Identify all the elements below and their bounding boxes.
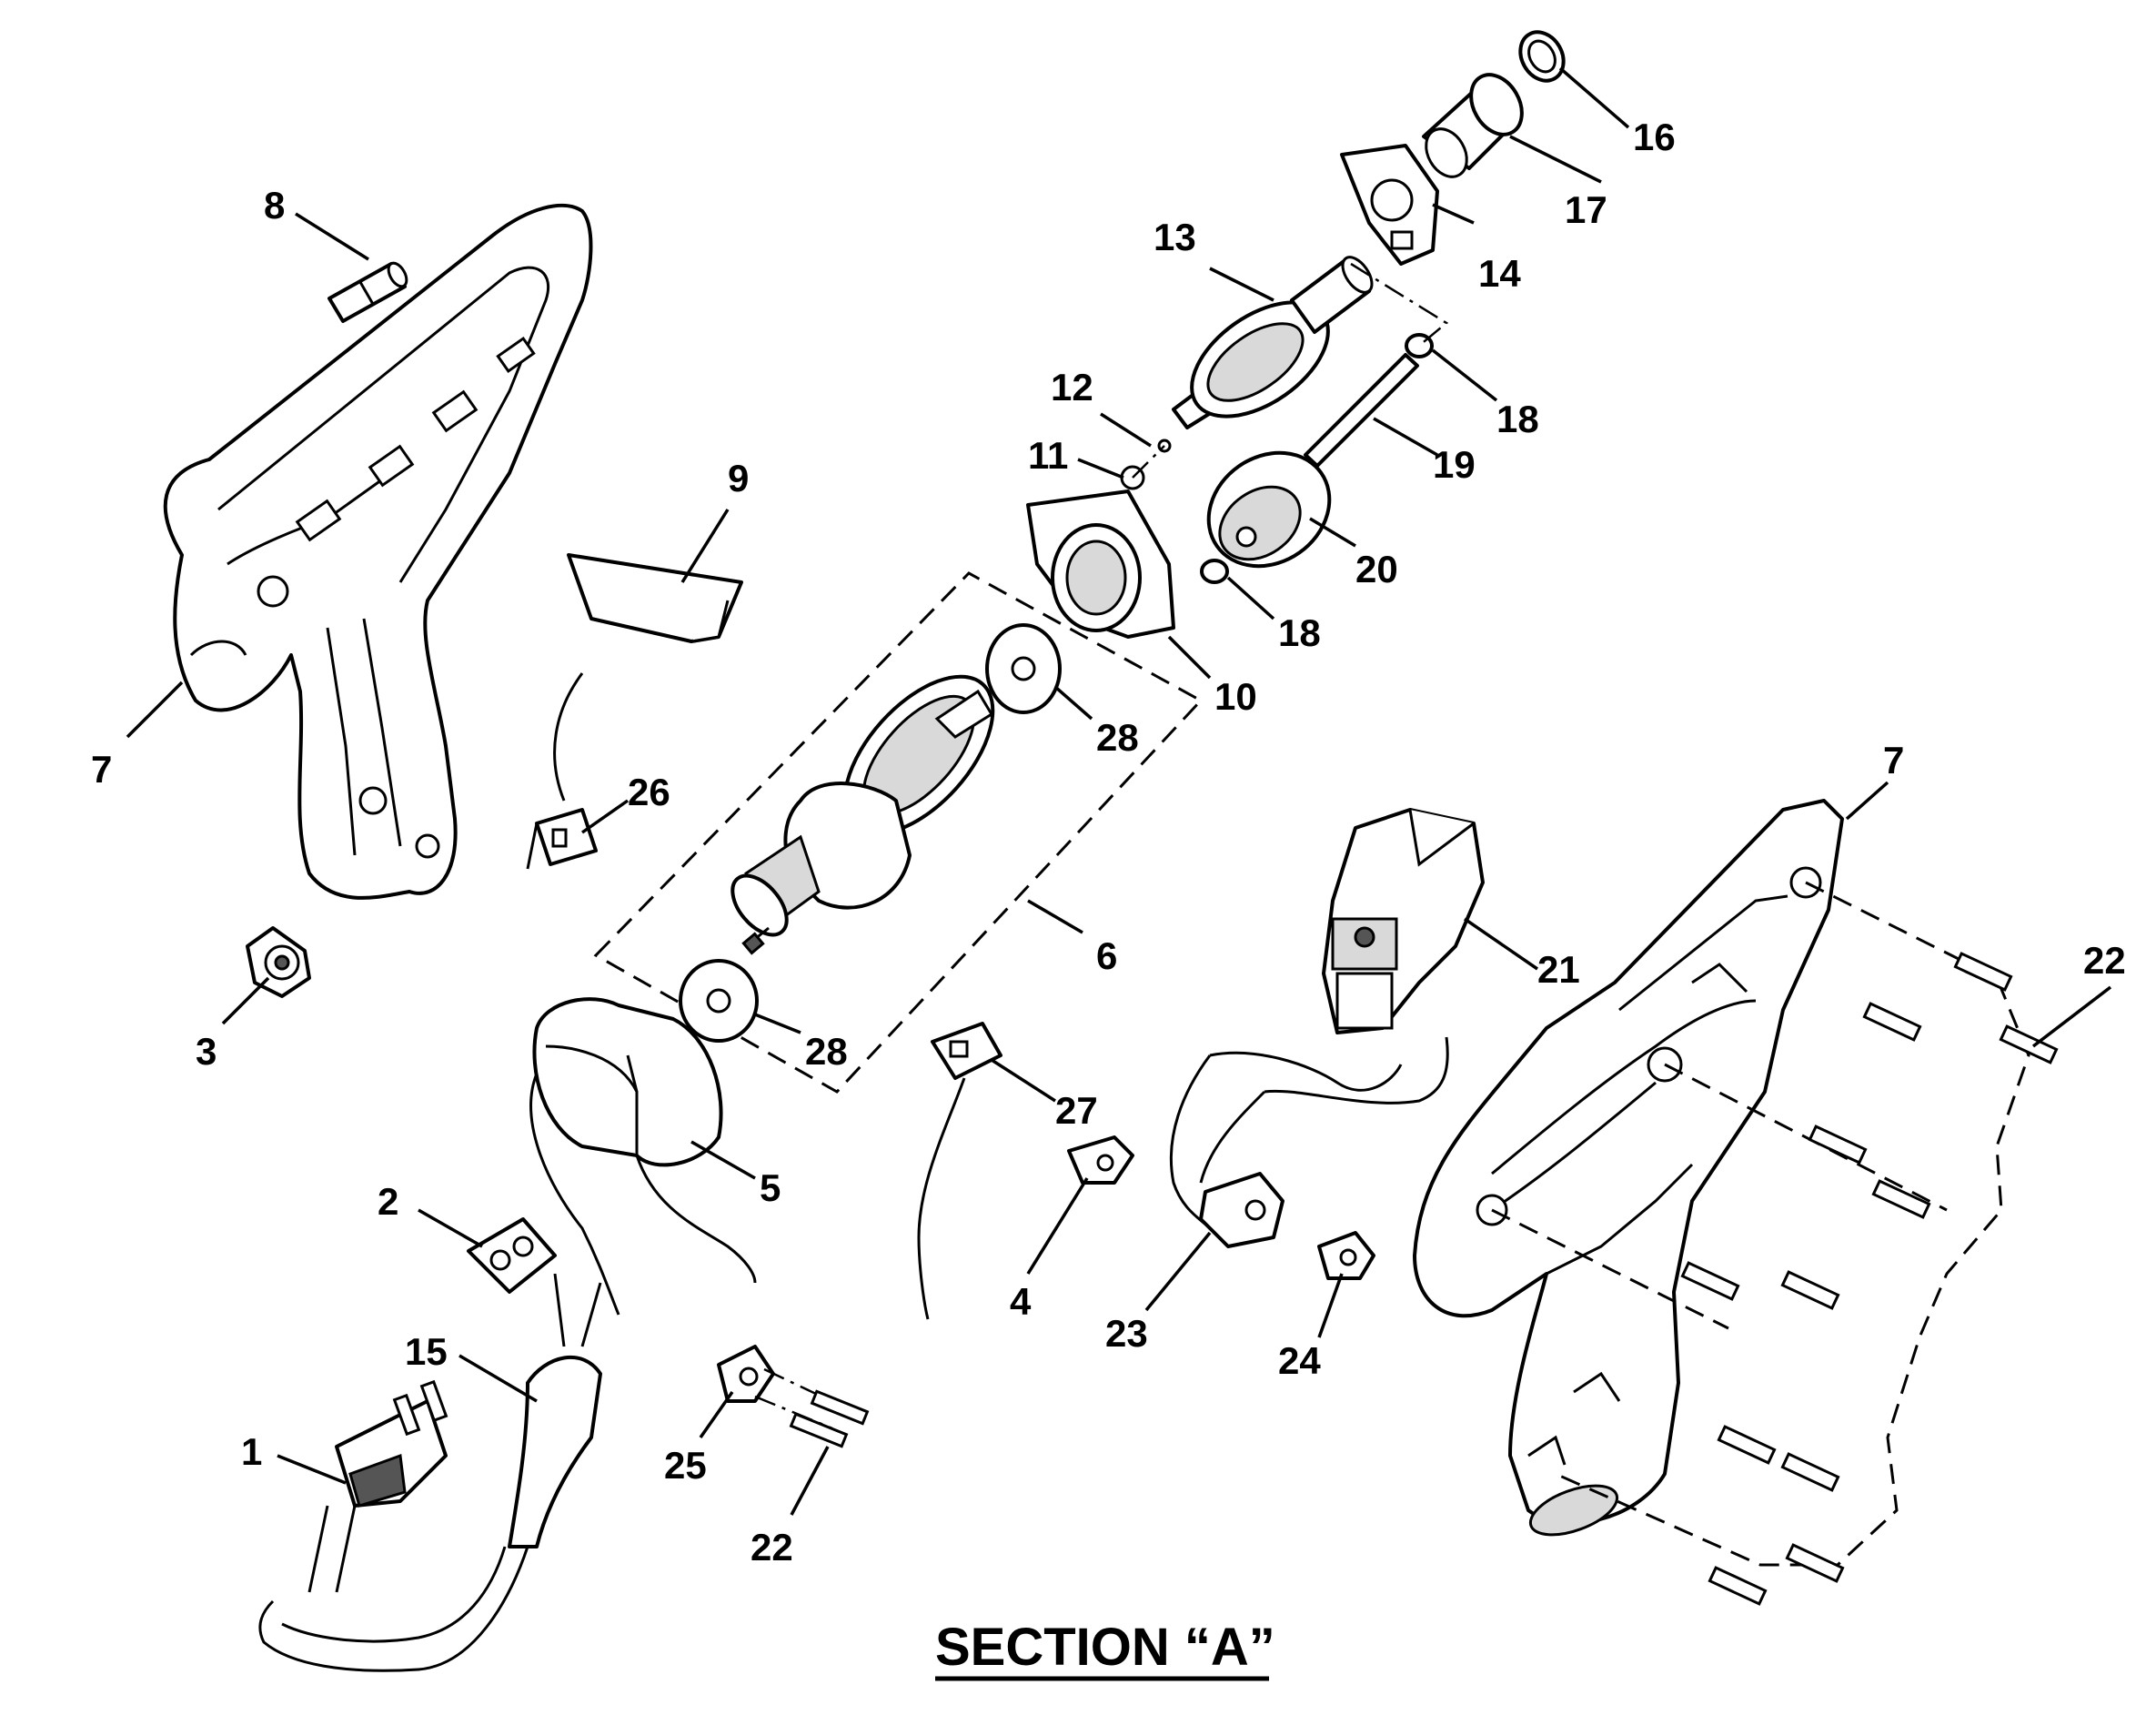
callout-20: 20 xyxy=(1355,548,1398,590)
part-4-clip xyxy=(1067,1135,1134,1185)
part-14-bracket xyxy=(1340,144,1439,266)
left-housing-half xyxy=(163,203,593,900)
section-title-group: SECTION “A” xyxy=(935,1618,1275,1681)
callout-5: 5 xyxy=(760,1166,781,1209)
armature-assembly xyxy=(593,571,1204,1094)
callout-12: 12 xyxy=(1051,366,1093,409)
part-28-bearing-lower xyxy=(679,959,759,1043)
part-8-sleeve xyxy=(327,261,408,323)
part-20-gear xyxy=(1206,450,1332,569)
callout-7-left: 7 xyxy=(91,748,112,791)
callout-28-lower: 28 xyxy=(805,1030,848,1073)
part-22-screws-clamp xyxy=(789,1389,870,1448)
callout-10: 10 xyxy=(1214,675,1257,718)
section-title: SECTION “A” xyxy=(935,1618,1275,1677)
callout-7-right: 7 xyxy=(1883,739,1904,782)
callout-6: 6 xyxy=(1096,934,1117,977)
part-26-lead xyxy=(526,672,598,870)
callout-25: 25 xyxy=(664,1444,707,1487)
callout-21: 21 xyxy=(1537,948,1580,991)
callout-labels: 8 7 3 9 26 12 11 13 14 16 17 18 19 20 18… xyxy=(91,116,2126,1569)
part-3-bushing xyxy=(246,926,311,998)
part-28-bearing-upper xyxy=(985,623,1062,714)
callout-16: 16 xyxy=(1633,116,1676,158)
callout-18-lower: 18 xyxy=(1278,611,1321,654)
callout-9: 9 xyxy=(728,457,749,499)
part-17-bushing xyxy=(1422,73,1524,178)
callout-17: 17 xyxy=(1565,188,1607,231)
callout-3: 3 xyxy=(196,1030,217,1073)
callout-14: 14 xyxy=(1478,252,1521,295)
right-housing-half xyxy=(1413,799,1844,1537)
leader-lines xyxy=(126,66,2112,1516)
part-1-plug xyxy=(307,1379,448,1593)
part-25-clamp xyxy=(717,1345,851,1430)
part-9-pad xyxy=(567,553,743,643)
callout-13: 13 xyxy=(1154,216,1196,258)
part-21-trigger-switch xyxy=(1322,808,1485,1034)
part-15-cord xyxy=(258,1273,602,1672)
callout-22-right: 22 xyxy=(2083,939,2126,982)
callout-15: 15 xyxy=(405,1330,448,1373)
callout-23: 23 xyxy=(1105,1312,1148,1355)
part-19-pin xyxy=(1304,353,1419,468)
callout-27: 27 xyxy=(1055,1089,1098,1132)
callout-1: 1 xyxy=(241,1430,262,1473)
assembly-lines xyxy=(1132,262,1449,479)
callout-24: 24 xyxy=(1278,1339,1321,1382)
part-22-screws-housing xyxy=(1491,881,2059,1606)
part-5-field xyxy=(529,997,757,1316)
callout-11: 11 xyxy=(1028,434,1068,477)
callout-19: 19 xyxy=(1433,443,1476,486)
part-23-harness xyxy=(1169,1036,1449,1248)
part-2-terminal-block xyxy=(467,1217,557,1294)
callout-28-upper: 28 xyxy=(1096,716,1139,759)
callout-4: 4 xyxy=(1010,1280,1032,1323)
part-13-gear-shaft xyxy=(1172,256,1374,429)
part-10-gear-plate xyxy=(1026,489,1175,639)
callout-2: 2 xyxy=(378,1180,398,1223)
callout-26: 26 xyxy=(628,771,670,813)
part-16-ring xyxy=(1518,30,1566,83)
callout-22-bottom: 22 xyxy=(751,1526,793,1569)
part-27-switch xyxy=(917,1022,1002,1320)
part-24-clip xyxy=(1317,1231,1375,1280)
callout-18-upper: 18 xyxy=(1496,398,1539,440)
callout-8: 8 xyxy=(264,184,285,227)
part-18-washer-lower xyxy=(1200,559,1229,584)
